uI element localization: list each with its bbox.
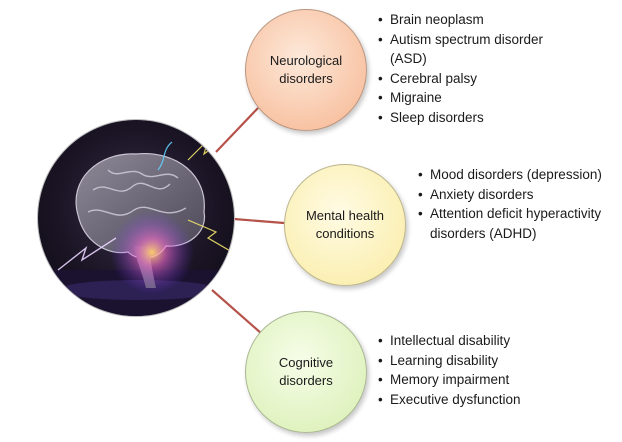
list-neurological-disorders: Brain neoplasm Autism spectrum disorder …: [378, 10, 578, 127]
brain-image: [38, 120, 234, 316]
list-mental-health-conditions: Mood disorders (depression) Anxiety diso…: [418, 165, 614, 243]
node-label: Mental health conditions: [305, 208, 385, 241]
list-item: Executive dysfunction: [378, 390, 578, 410]
brain-icon: [38, 137, 234, 316]
list-item: Brain neoplasm: [378, 10, 578, 30]
connector-cognitive: [211, 289, 263, 335]
list-item: Cerebral palsy: [378, 69, 578, 89]
list-item: Autism spectrum disorder (ASD): [378, 30, 578, 69]
list-item: Memory impairment: [378, 370, 578, 390]
list-item: Anxiety disorders: [418, 185, 614, 205]
node-cognitive-disorders: Cognitive disorders: [245, 311, 367, 433]
node-label: Cognitive disorders: [278, 355, 334, 388]
node-mental-health-conditions: Mental health conditions: [284, 164, 406, 286]
list-item: Attention deficit hyperactivity disorder…: [418, 204, 614, 243]
node-label: Neurological disorders: [269, 53, 343, 86]
list-item: Mood disorders (depression): [418, 165, 614, 185]
node-neurological-disorders: Neurological disorders: [245, 9, 367, 131]
connector-mental: [233, 217, 285, 225]
connector-neurological: [215, 107, 259, 153]
list-item: Sleep disorders: [378, 108, 578, 128]
list-item: Learning disability: [378, 351, 578, 371]
list-item: Migraine: [378, 88, 578, 108]
list-cognitive-disorders: Intellectual disability Learning disabil…: [378, 331, 578, 409]
list-item: Intellectual disability: [378, 331, 578, 351]
